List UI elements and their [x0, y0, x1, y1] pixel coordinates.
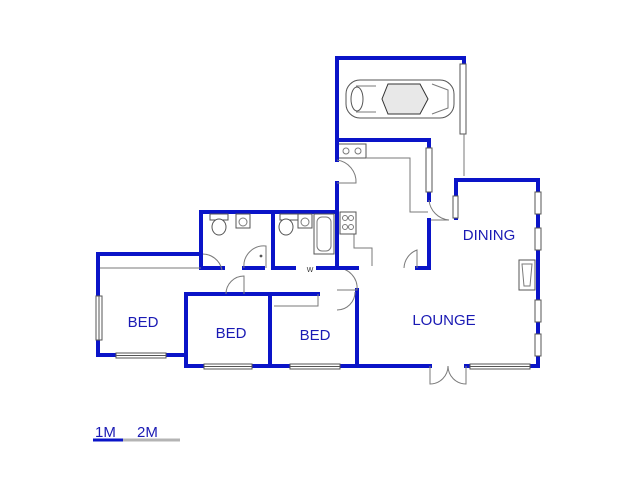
- room-label-bed-2: BED: [216, 325, 247, 342]
- room-label-bed-3: BED: [300, 327, 331, 344]
- scale-label-2m: 2M: [137, 424, 158, 441]
- toilet-icon: [278, 213, 299, 236]
- kitchen: [335, 138, 450, 270]
- scale-bar: 1M 2M: [93, 424, 180, 442]
- garage: [335, 56, 467, 176]
- room-label-dining: DINING: [463, 227, 516, 244]
- kitchen-sink: [337, 143, 367, 159]
- fireplace-icon: [518, 259, 536, 291]
- bedroom-3: [268, 267, 359, 370]
- room-label-bed-1: BED: [128, 314, 159, 331]
- bathrooms: W: [199, 210, 339, 274]
- room-label-lounge: LOUNGE: [412, 312, 475, 329]
- stove-icon: [339, 211, 357, 235]
- bedroom-1: [95, 252, 203, 359]
- washer-mark: W: [307, 267, 314, 274]
- bedroom-2: [184, 275, 292, 370]
- bathtub-icon: [313, 213, 335, 255]
- basin-icon: [297, 213, 313, 229]
- car-icon: [345, 79, 455, 119]
- lounge-dining: [335, 178, 542, 385]
- garage-door: [459, 63, 467, 135]
- basin-icon: [235, 213, 251, 229]
- scale-label-1m: 1M: [95, 424, 116, 441]
- toilet-icon: [209, 213, 229, 236]
